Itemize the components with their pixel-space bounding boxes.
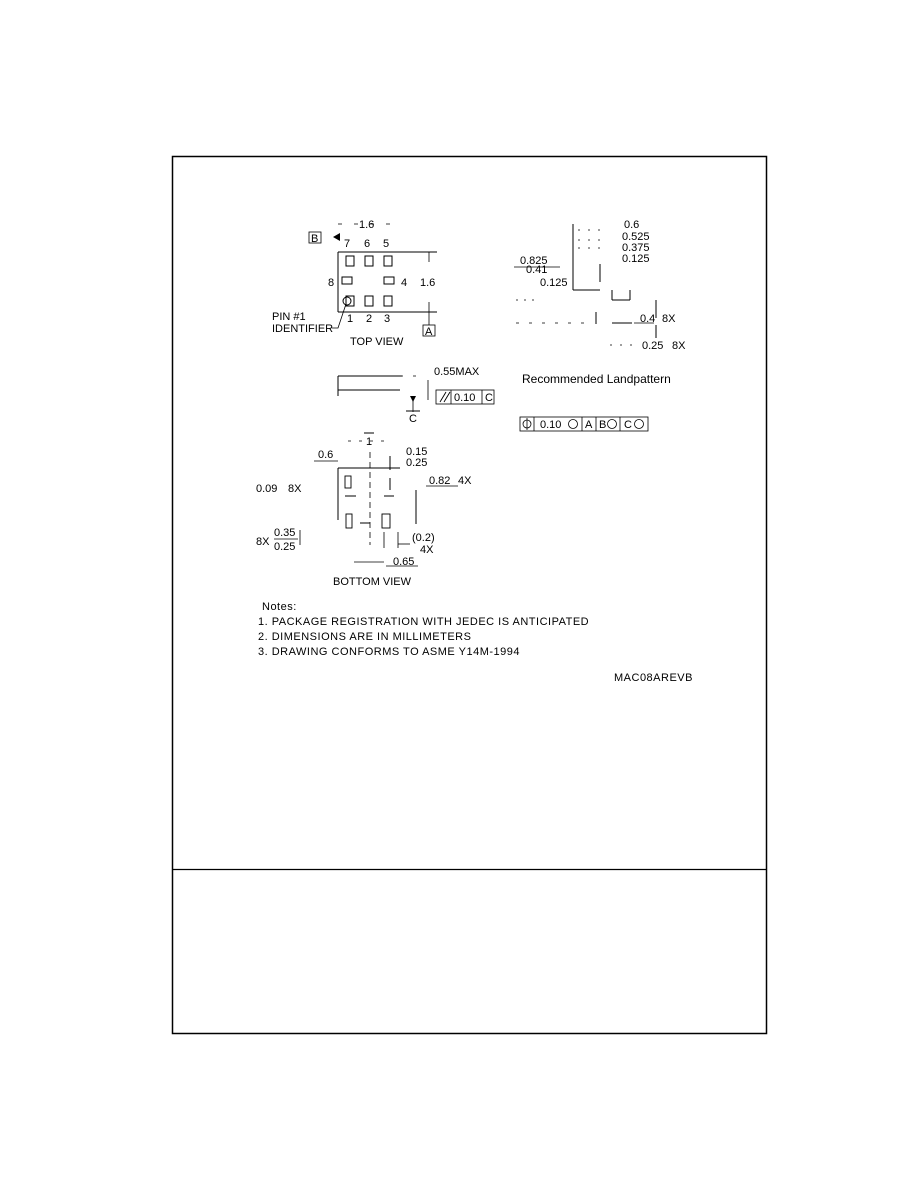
note-3: 3. DRAWING CONFORMS TO ASME Y14M-1994 <box>258 646 520 658</box>
bottom-ref: (0.2) <box>412 532 435 544</box>
mmc-icon-c <box>634 419 644 429</box>
pin1-marker <box>342 296 352 306</box>
lp-fcf <box>519 416 649 432</box>
pin-6: 6 <box>364 238 370 250</box>
lp-caption: Recommended Landpattern <box>522 372 671 386</box>
note-1: 1. PACKAGE REGISTRATION WITH JEDEC IS AN… <box>258 616 589 628</box>
flatness-datum: C <box>485 392 493 404</box>
side-height-max: 0.55MAX <box>434 366 480 378</box>
lp-fcf-datum-c: C <box>624 419 632 431</box>
bottom-left-dim: 0.6 <box>318 449 333 461</box>
bottom-dim-min: 0.25 <box>406 457 427 469</box>
bottom-top-dim: 1 <box>366 436 372 448</box>
lp-left-dim-2: 0.125 <box>540 277 568 289</box>
lp-fcf-datum-a: A <box>585 419 593 431</box>
mmc-icon <box>568 419 578 429</box>
bottom-w-max: 0.35 <box>274 527 295 539</box>
bottom-corner-qty: 8X <box>288 483 302 495</box>
note-2: 2. DIMENSIONS ARE IN MILLIMETERS <box>258 631 471 643</box>
bottom-ref-qty: 4X <box>420 544 434 556</box>
flatness-value: 0.10 <box>454 392 475 404</box>
pin-2: 2 <box>366 313 372 325</box>
lp-dim-0: 0.6 <box>624 219 639 231</box>
land-pattern: 0.6 0.525 0.375 0.125 0.825 0.41 0.125 0… <box>514 219 686 432</box>
lp-left-dim-1: 0.41 <box>526 264 547 276</box>
lp-pad-width-qty: 8X <box>662 313 676 325</box>
lp-dim-1: 0.525 <box>622 231 650 243</box>
top-width-dim: 1.6 <box>359 219 374 231</box>
datum-b-label: B <box>311 233 318 245</box>
notes-title: Notes: <box>262 601 297 613</box>
lp-dim-2: 0.375 <box>622 242 650 254</box>
datum-b-box <box>308 231 322 244</box>
pin-4: 4 <box>401 277 407 289</box>
top-view: 1.6 B 7 6 5 8 4 1.6 1 2 3 A <box>272 219 437 348</box>
pin-1: 1 <box>347 313 353 325</box>
lp-dim-3: 0.125 <box>622 253 650 265</box>
bottom-pitch: 0.65 <box>393 556 414 568</box>
bottom-lead: 0.82 <box>429 475 450 487</box>
pin1-label: PIN #1 <box>272 311 306 323</box>
datum-a-label: A <box>425 326 433 338</box>
pin-5: 5 <box>383 238 389 250</box>
bottom-view: 1 0.6 0.15 0.25 0.09 8X 0.82 4X 8X 0.35 … <box>256 432 472 588</box>
lp-fcf-datum-b: B <box>599 419 606 431</box>
top-height-dim: 1.6 <box>420 277 435 289</box>
datum-a-box <box>422 324 436 337</box>
pin-8: 8 <box>328 277 334 289</box>
pin-3: 3 <box>384 313 390 325</box>
datum-b-arrow <box>333 233 340 241</box>
lp-pad-len: 0.25 <box>642 340 663 352</box>
lp-pad-width: 0.4 <box>640 313 655 325</box>
bottom-w-qty: 8X <box>256 536 270 548</box>
bottom-lead-qty: 4X <box>458 475 472 487</box>
lp-pad-len-qty: 8X <box>672 340 686 352</box>
bottom-view-caption: BOTTOM VIEW <box>333 576 412 588</box>
mmc-icon-b <box>607 419 617 429</box>
parallelism-icon <box>439 391 447 403</box>
drawing-id: MAC08AREVB <box>614 672 693 684</box>
lp-fcf-tol: 0.10 <box>540 419 561 431</box>
lp-left-dim-0: 0.825 <box>520 255 548 267</box>
flatness-fcf <box>435 389 495 405</box>
notes: Notes: 1. PACKAGE REGISTRATION WITH JEDE… <box>258 601 589 658</box>
bottom-dim-max: 0.15 <box>406 446 427 458</box>
sheet-frame <box>171 155 768 1035</box>
pin-7: 7 <box>344 238 350 250</box>
bottom-corner: 0.09 <box>256 483 277 495</box>
bottom-w-min: 0.25 <box>274 541 295 553</box>
pin1-label-2: IDENTIFIER <box>272 323 333 335</box>
datum-c-label: C <box>409 413 417 425</box>
top-view-caption: TOP VIEW <box>350 336 404 348</box>
side-view: 0.55MAX 0.10 C C <box>337 366 495 425</box>
